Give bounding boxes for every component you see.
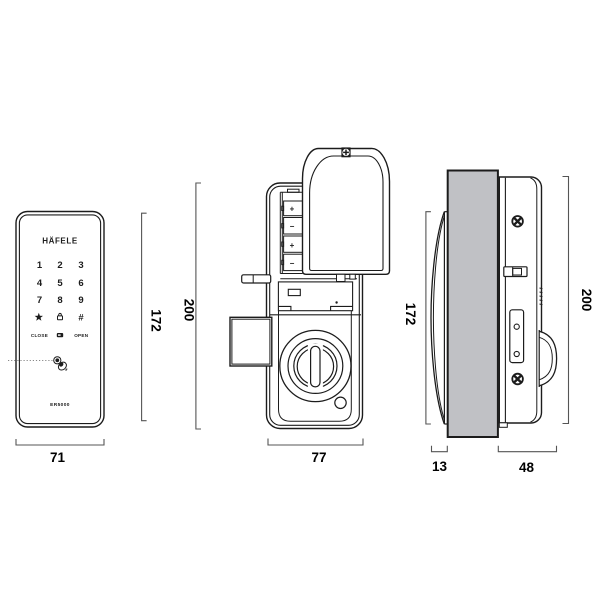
svg-text:#: # [78, 313, 84, 324]
svg-text:1: 1 [37, 260, 43, 271]
svg-text:200: 200 [182, 299, 197, 322]
svg-text:CLOSE: CLOSE [31, 333, 48, 338]
svg-text:172: 172 [403, 303, 418, 326]
svg-text:8: 8 [57, 295, 62, 306]
svg-text:−: − [290, 222, 295, 231]
svg-text:4: 4 [37, 278, 43, 289]
svg-text:77: 77 [311, 450, 326, 465]
svg-text:OPEN: OPEN [74, 333, 89, 338]
svg-text:+: + [290, 204, 295, 213]
svg-text:71: 71 [50, 450, 66, 465]
svg-text:−: − [290, 259, 295, 268]
svg-text:7: 7 [37, 295, 42, 306]
svg-text:9: 9 [78, 295, 83, 306]
svg-text:13: 13 [432, 459, 448, 474]
svg-text:ER5000: ER5000 [50, 402, 70, 408]
svg-text:5: 5 [57, 278, 63, 289]
svg-text:48: 48 [519, 460, 535, 475]
svg-text:2: 2 [57, 260, 62, 271]
svg-text:200: 200 [579, 289, 594, 312]
svg-text:HÄFELE: HÄFELE [42, 237, 78, 246]
svg-text:+: + [290, 241, 295, 250]
svg-text:3: 3 [78, 260, 83, 271]
svg-text:6: 6 [78, 278, 83, 289]
svg-text:172: 172 [149, 309, 164, 332]
